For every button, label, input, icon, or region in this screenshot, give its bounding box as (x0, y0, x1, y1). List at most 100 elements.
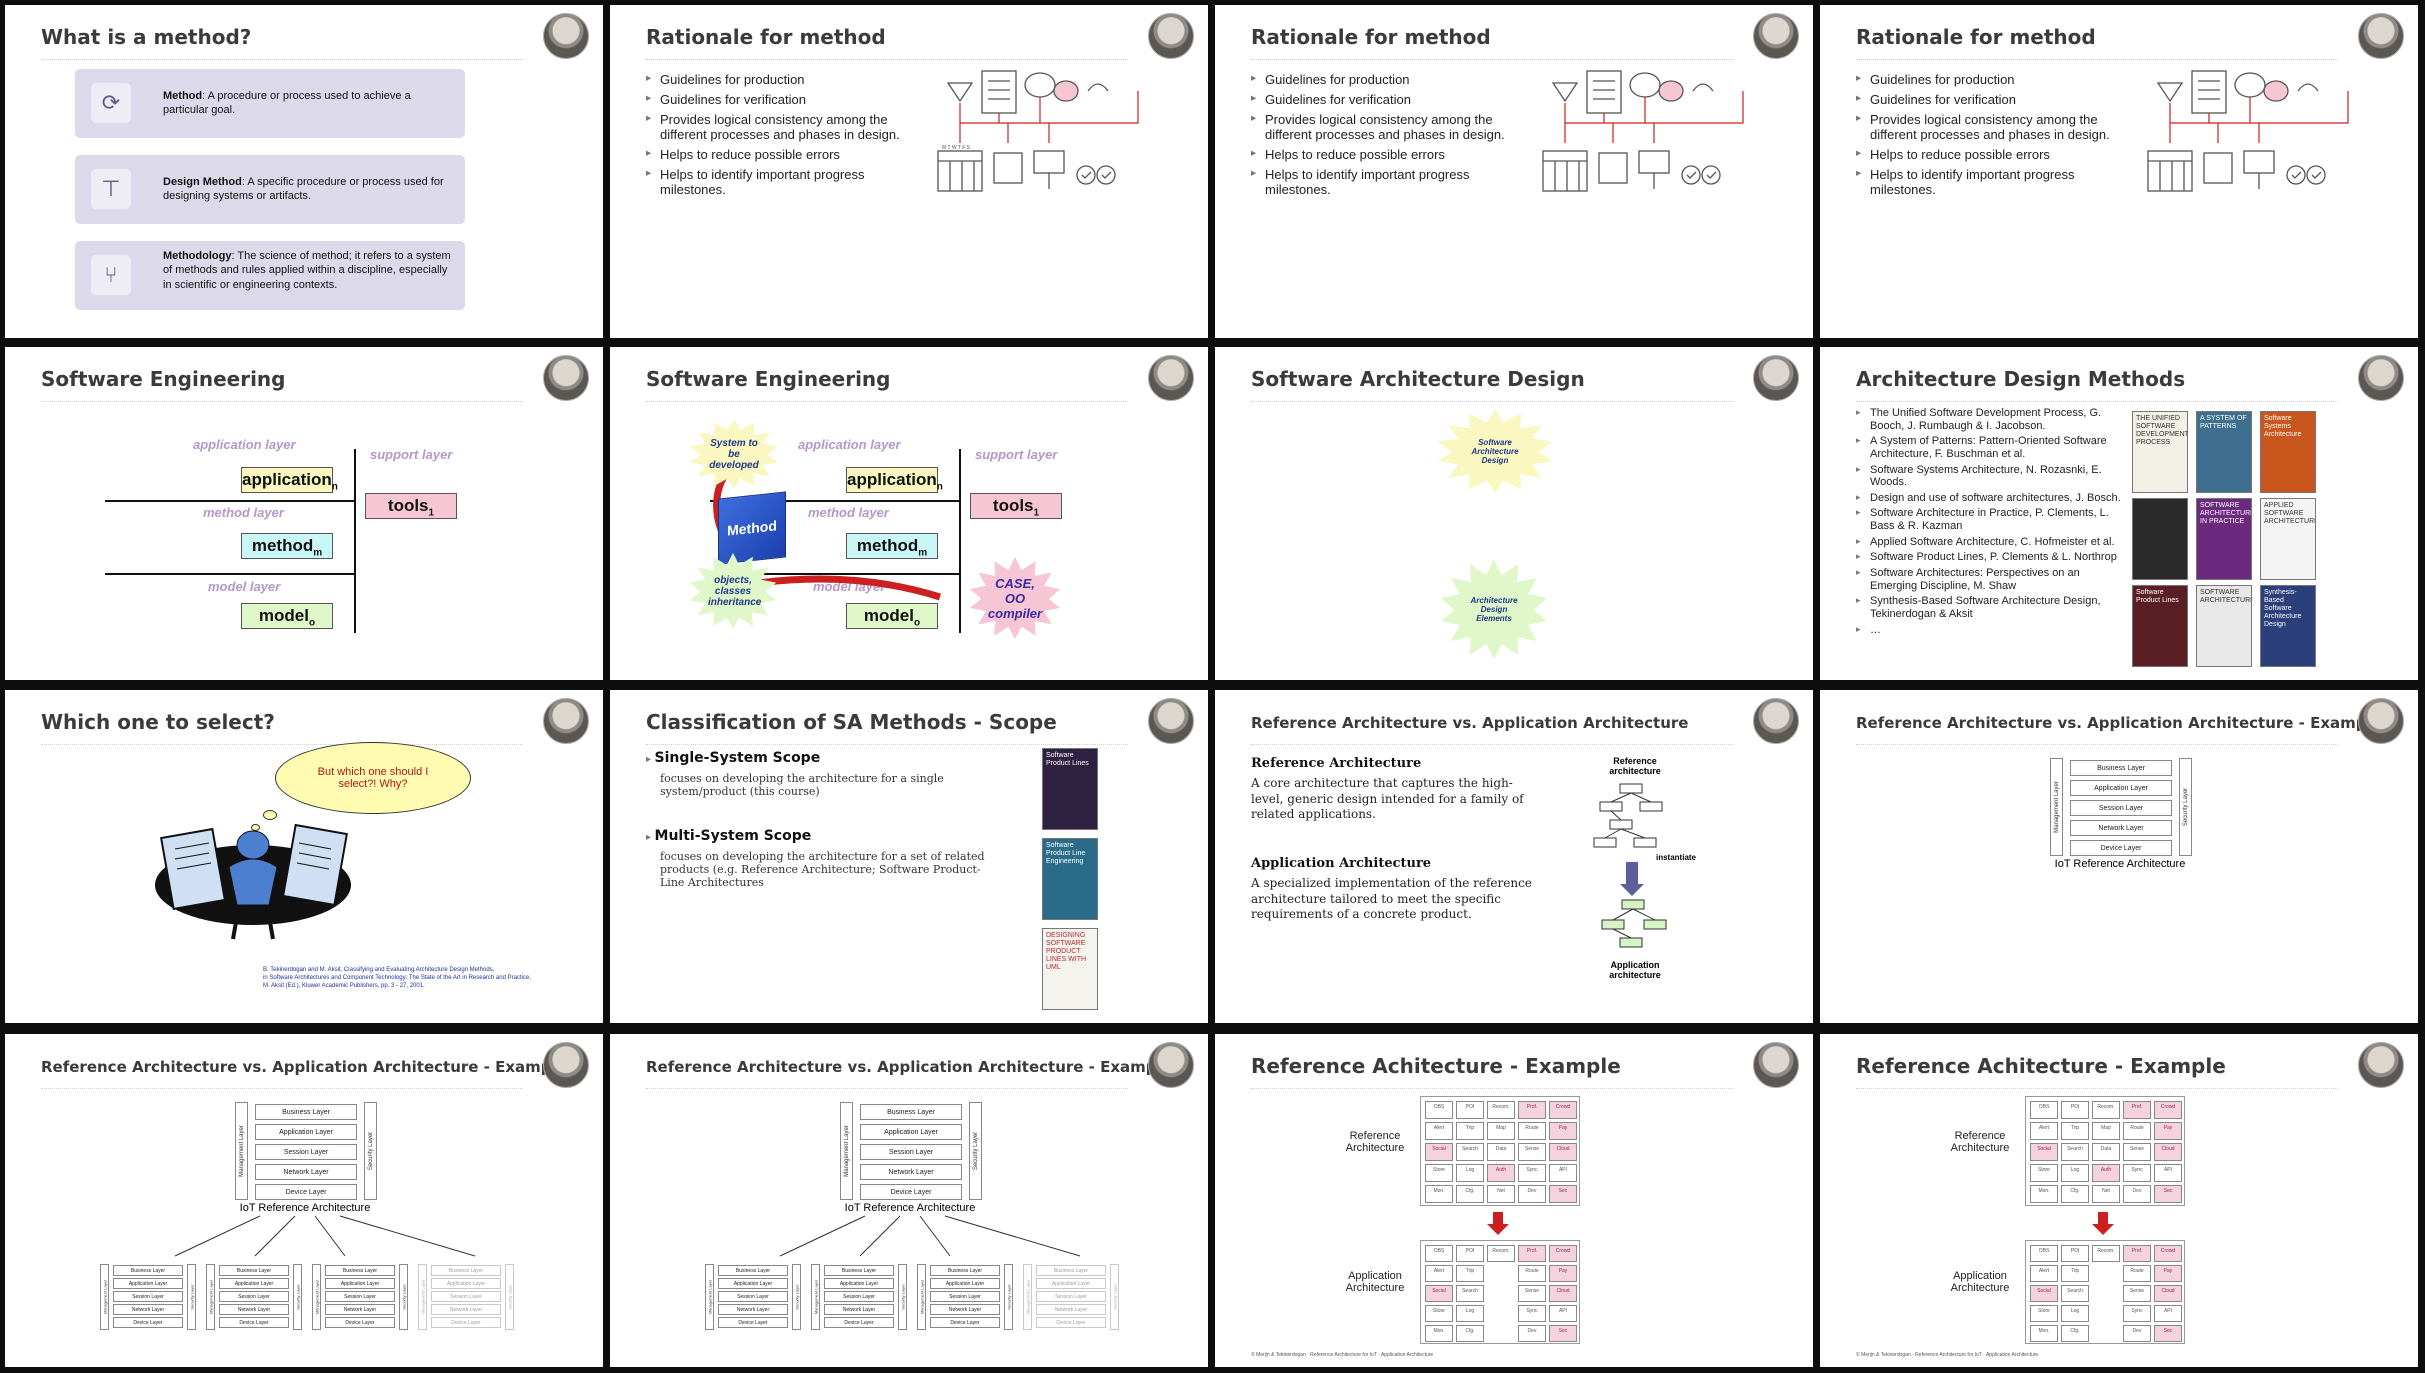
model-box: modelo (241, 603, 333, 629)
methodology-definition-box: ⑂ Methodology: The science of method; it… (75, 241, 465, 310)
slide-what-is-method[interactable]: What is a method? ⟳ Method: A procedure … (5, 5, 603, 338)
diagram-app-label: Application architecture (1609, 960, 1661, 980)
grid-cell: POI (2061, 1101, 2089, 1119)
iot-layer: Network Layer (1036, 1304, 1106, 1315)
iot-layer: Device Layer (255, 1184, 357, 1200)
security-layer: Security Layer (1110, 1264, 1119, 1330)
thought-dot (251, 824, 260, 831)
grid-cell: Cfg. (1456, 1185, 1484, 1203)
list-item: Synthesis-Based Software Architecture De… (1856, 595, 2126, 620)
grid-cell: Sync (2123, 1305, 2151, 1322)
presenter-avatar (543, 698, 589, 744)
security-layer: Security Layer (364, 1102, 377, 1200)
iot-layer: Session Layer (930, 1291, 1000, 1302)
grid-cell: Cloud (1549, 1285, 1577, 1302)
book-cover: Software Product Lines (1042, 748, 1098, 830)
grid-cell: Log (1456, 1305, 1484, 1322)
tools-box: tools1 (365, 493, 457, 519)
iot-reference-architecture: Management Layer Security Layer Business… (2050, 758, 2192, 856)
slide-classification-scope[interactable]: Classification of SA Methods - Scope ▸ S… (610, 690, 1208, 1023)
support-layer-label: support layer (370, 447, 453, 462)
slide-rationale-2[interactable]: Rationale for method Guidelines for prod… (1215, 5, 1813, 338)
slide-software-engineering-1[interactable]: Software Engineering application layer s… (5, 347, 603, 680)
management-layer: Management Layer (235, 1102, 248, 1200)
bullet: Helps to reduce possible errors (1251, 147, 1531, 163)
presentation-icon (1033, 150, 1065, 174)
red-arrow-head (1487, 1224, 1509, 1235)
slide-title: Reference Architecture vs. Application A… (41, 1058, 567, 1076)
slide-architecture-design-methods[interactable]: Architecture Design Methods The Unified … (1820, 347, 2418, 680)
method-box: methodm (846, 533, 938, 559)
slide-iot-example-2[interactable]: Reference Architecture vs. Application A… (5, 1034, 603, 1367)
iot-layer: Business Layer (860, 1104, 962, 1120)
rationale-bullets: Guidelines for production Guidelines for… (1251, 72, 1531, 203)
iot-layer: Application Layer (1036, 1278, 1106, 1289)
hierarchy-icon: ⊤ (91, 169, 131, 209)
grid-cell: API (1549, 1164, 1577, 1182)
slide-iot-example-1[interactable]: Reference Architecture vs. Application A… (1820, 690, 2418, 1023)
instantiate-label: instantiate (1656, 853, 1697, 862)
book-cover: A SYSTEM OF PATTERNS (2196, 411, 2252, 493)
iot-reference-architecture: Management Layer Security Layer Business… (235, 1102, 377, 1200)
instantiation-arrows (779, 1215, 1081, 1257)
management-layer: Management Layer (206, 1264, 215, 1330)
security-layer: Security Layer (1004, 1264, 1013, 1330)
grid-cell: Social (2030, 1285, 2058, 1302)
grid-cell: Route (2123, 1122, 2151, 1140)
slide-software-engineering-2[interactable]: Software Engineering application layer s… (610, 347, 1208, 680)
red-arrow (2098, 1212, 2108, 1226)
book-cover: APPLIED SOFTWARE ARCHITECTURE (2260, 498, 2316, 580)
grid-cell: Cfg. (2061, 1185, 2089, 1203)
grid-cell: Crowd (2154, 1101, 2182, 1119)
title-divider (646, 59, 1128, 60)
book-cover: Synthesis-Based Software Architecture De… (2260, 585, 2316, 667)
bullet: Guidelines for verification (1856, 92, 2136, 108)
reference-architecture-definition: Reference Architecture A core architectu… (1251, 756, 1541, 823)
slide-rationale-1[interactable]: Rationale for method Guidelines for prod… (610, 5, 1208, 338)
grid-cell: Sense (2123, 1285, 2151, 1302)
presenter-avatar (543, 13, 589, 59)
grid-cell: Recom. (2092, 1245, 2120, 1262)
slide-title: Which one to select? (41, 710, 275, 734)
grid-cell: Data (1487, 1143, 1515, 1161)
grid-cell: Crowd (2154, 1245, 2182, 1262)
slide-iot-example-3[interactable]: Reference Architecture vs. Application A… (610, 1034, 1208, 1367)
slide-which-one-to-select[interactable]: Which one to select? But which one shoul… (5, 690, 603, 1023)
slide-reference-example-2[interactable]: Reference Achitecture - Example Referenc… (1820, 1034, 2418, 1367)
document-pen-icon (993, 152, 1023, 184)
title-divider (41, 1088, 523, 1089)
cycle-icon: ⟳ (91, 83, 131, 123)
instantiation-arrows (174, 1215, 476, 1257)
footer-note: © Merijn & Tekinerdogan · Reference Arch… (1251, 1352, 1434, 1358)
list-item: A System of Patterns: Pattern-Oriented S… (1856, 435, 2126, 460)
grid-cell: Search (2061, 1285, 2089, 1302)
grid-cell: Trip (2061, 1265, 2089, 1282)
slide-reference-example-1[interactable]: Reference Achitecture - Example Referenc… (1215, 1034, 1813, 1367)
list-item: Software Architecture in Practice, P. Cl… (1856, 507, 2126, 532)
grid-cell: Alert (2030, 1122, 2058, 1140)
iot-layer: Application Layer (431, 1278, 501, 1289)
red-arrow (1493, 1212, 1503, 1226)
grid-cell: Prof. (1518, 1245, 1546, 1262)
grid-cell: Log (2061, 1164, 2089, 1182)
management-layer: Management Layer (840, 1102, 853, 1200)
slide-software-architecture-design[interactable]: Software Architecture Design Software Ar… (1215, 347, 1813, 680)
grid-cell: Net (1487, 1185, 1515, 1203)
slide-reference-vs-application[interactable]: Reference Architecture vs. Application A… (1215, 690, 1813, 1023)
slide-title: Architecture Design Methods (1856, 367, 2186, 391)
management-layer: Management Layer (312, 1264, 321, 1330)
grid-cell: Recom. (2092, 1101, 2120, 1119)
book-cover: Software Systems Architecture (2260, 411, 2316, 493)
title-divider (1856, 744, 2338, 745)
reference-label: Reference Architecture (1950, 1130, 2010, 1154)
presenter-avatar (543, 355, 589, 401)
slide-title: Reference Architecture vs. Application A… (646, 1058, 1172, 1076)
security-layer: Security Layer (505, 1264, 514, 1330)
title-divider (41, 401, 523, 402)
grid-cell: API (2154, 1164, 2182, 1182)
single-system-title: ▸ Single-System Scope (646, 750, 821, 766)
iot-layer: Application Layer (219, 1278, 289, 1289)
slide-title: Rationale for method (646, 25, 886, 49)
slide-rationale-3[interactable]: Rationale for method Guidelines for prod… (1820, 5, 2418, 338)
